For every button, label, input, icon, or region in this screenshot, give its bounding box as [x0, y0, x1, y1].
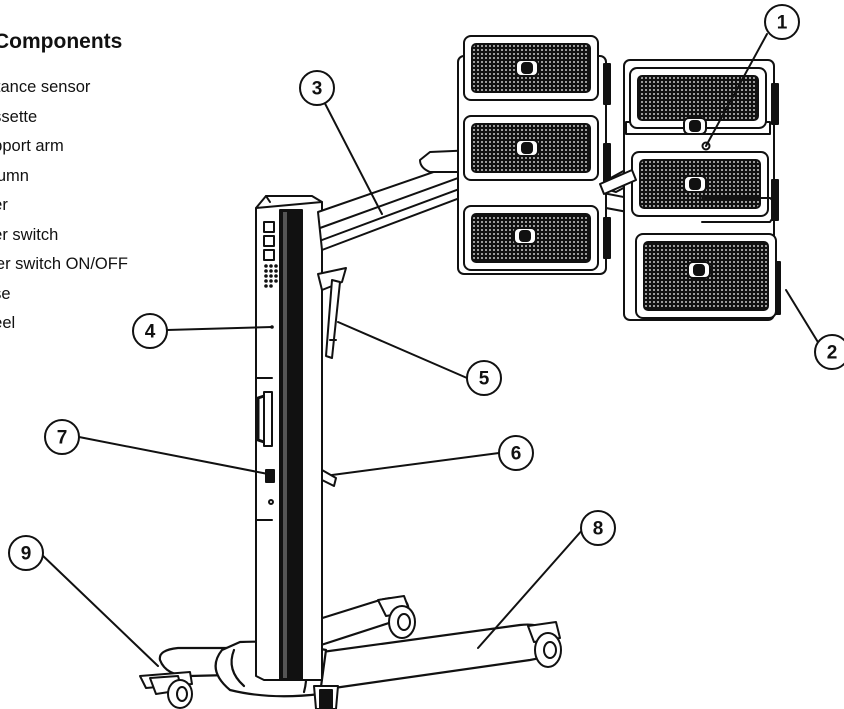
svg-text:6: 6 — [511, 444, 522, 465]
legend-item-support-arm: upport arm — [0, 137, 64, 155]
component-legend: istance sensor assette upport arm olumn … — [0, 73, 128, 339]
base-frame — [158, 596, 554, 698]
svg-text:3: 3 — [312, 79, 323, 100]
svg-text:7: 7 — [57, 428, 68, 449]
callout-3: 3 — [299, 70, 335, 106]
svg-text:9: 9 — [21, 544, 32, 565]
components-heading: Components — [0, 30, 123, 53]
svg-text:2: 2 — [827, 343, 838, 364]
leader-line-8 — [477, 527, 585, 649]
svg-text:5: 5 — [479, 369, 490, 390]
legend-item-lifter-switch: fter switch — [0, 225, 59, 244]
callout-4: 4 — [132, 313, 168, 349]
svg-text:8: 8 — [593, 519, 604, 540]
lifter — [317, 267, 347, 359]
legend-item-lifter: fter — [0, 196, 8, 214]
legend-item-wheel: heel — [0, 314, 16, 332]
cassette-left — [457, 35, 611, 275]
wheel-front-right — [527, 621, 562, 668]
legend-item-distance-sensor: istance sensor — [0, 78, 91, 96]
callout-7: 7 — [44, 419, 80, 455]
wheel-front-left — [139, 671, 193, 709]
cassette-handle — [599, 169, 777, 223]
wheel-rear — [377, 595, 416, 639]
svg-text:4: 4 — [145, 322, 156, 343]
leader-line-7 — [78, 436, 269, 475]
cassette-right — [623, 59, 781, 321]
legend-item-power-switch: wer switch ON/OFF — [0, 255, 128, 273]
legend-item-column: olumn — [0, 166, 29, 185]
callout-5: 5 — [466, 360, 502, 396]
leader-line-1 — [705, 33, 768, 147]
lifter-switch — [321, 469, 337, 487]
callout-9: 9 — [8, 535, 44, 571]
leader-lines — [39, 33, 825, 667]
leader-line-6 — [331, 452, 500, 476]
legend-item-cassette: assette — [0, 107, 38, 126]
wheel-front-center — [313, 685, 339, 709]
callout-6: 6 — [498, 435, 534, 471]
leader-line-3 — [316, 87, 383, 215]
leader-line-4 — [166, 326, 273, 331]
legend-item-base: ase — [0, 284, 11, 303]
callout-2: 2 — [814, 334, 844, 370]
callout-1: 1 — [764, 4, 800, 40]
column — [255, 195, 323, 681]
callout-8: 8 — [580, 510, 616, 546]
leader-line-9 — [39, 552, 159, 667]
svg-text:1: 1 — [777, 13, 788, 34]
leader-line-5 — [337, 321, 468, 379]
